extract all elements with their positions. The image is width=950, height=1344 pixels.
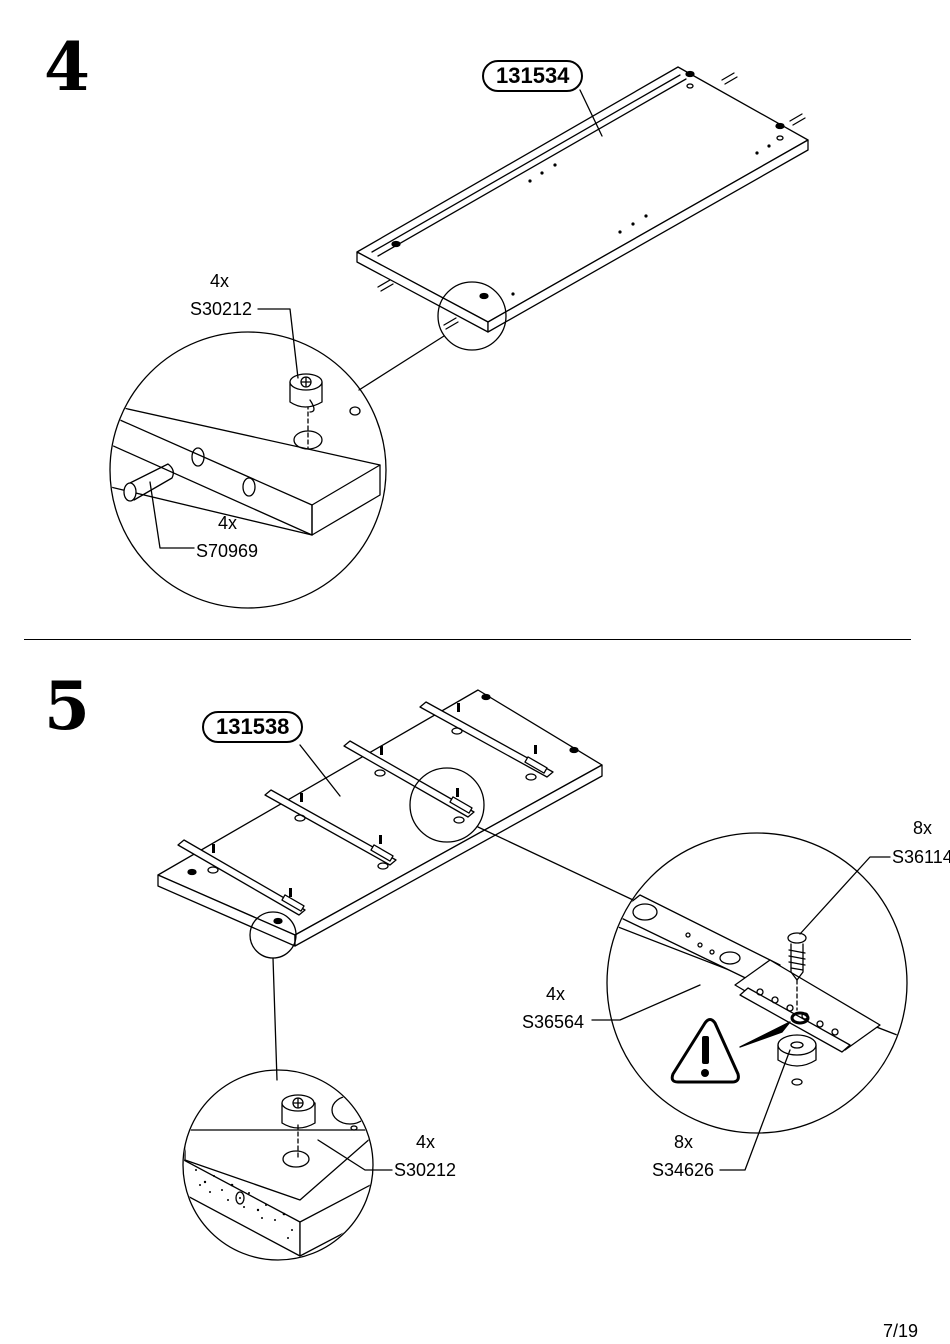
screw-icon (787, 932, 807, 1011)
spacer-icon (777, 1034, 817, 1086)
callout-qty-screw-step5: 8x (913, 818, 933, 838)
dowel-icon (123, 463, 174, 502)
callout-qty-slide-step5: 4x (546, 984, 566, 1004)
spacer-icon (207, 727, 537, 874)
screw-icon (212, 703, 537, 897)
page-number: 7/19 (882, 1321, 918, 1341)
step-divider (24, 639, 911, 640)
step5-board (157, 689, 649, 1081)
step5-slide-detail-circle (591, 832, 908, 1171)
part-label-board-step4: 131534 (482, 60, 584, 93)
callout-code-slide-step5: S36564 (522, 1012, 585, 1032)
step4-detail-circle (109, 308, 387, 609)
callout-qty-spacer-step5: 8x (674, 1132, 694, 1152)
callout-code-spacer-step5: S34626 (652, 1160, 715, 1180)
cam-lock-icon (391, 70, 785, 300)
callout-qty-cam-lock-step5: 4x (416, 1132, 436, 1152)
step-number-4: 4 (44, 28, 90, 106)
drawer-slide-icon (177, 701, 554, 916)
warning-icon (670, 1018, 740, 1084)
cam-lock-icon (289, 373, 323, 413)
callout-code-cam-lock-step5: S30212 (394, 1160, 457, 1180)
cam-lock-icon (187, 693, 579, 925)
callout-code-cam-lock-step4: S30212 (190, 299, 253, 319)
step5-edge-detail-circle (182, 1069, 393, 1261)
step4-board (356, 66, 809, 391)
callout-qty-dowel-step4: 4x (218, 513, 238, 533)
step-number-5: 5 (44, 667, 90, 745)
part-label-board-step5: 131538 (202, 711, 304, 744)
callout-code-screw-step5: S36114 (892, 847, 950, 867)
dowel-icon (377, 72, 806, 330)
callout-qty-cam-lock-step4: 4x (210, 271, 230, 291)
cam-lock-icon (281, 1094, 316, 1129)
callout-code-dowel-step4: S70969 (196, 541, 259, 561)
